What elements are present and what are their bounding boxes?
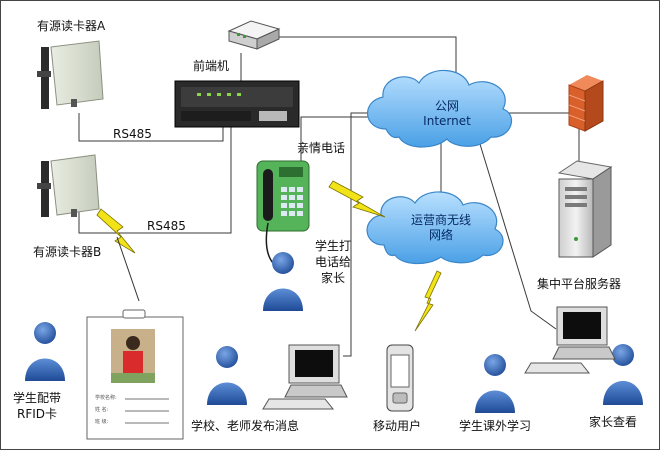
phone-title-label: 亲情电话 <box>297 141 346 155</box>
link-reader-a-frontend <box>78 113 224 142</box>
student-call-label-2: 电话给 <box>315 255 352 269</box>
payphone-icon <box>256 160 310 264</box>
internet-cloud-icon <box>367 69 513 148</box>
server-icon <box>557 160 613 258</box>
rs485-bottom-label: RS485 <box>147 219 186 233</box>
student-call-label-3: 家长 <box>321 271 346 285</box>
link-reader-b-frontend <box>78 127 232 234</box>
frontend-controller-icon <box>174 80 300 128</box>
wireless-label-line1: 运营商无线 <box>410 213 471 227</box>
person-icon <box>603 344 643 405</box>
student-study-label: 学生课外学习 <box>459 419 532 433</box>
firewall-icon <box>568 75 604 132</box>
internet-label: 公网 Internet <box>413 99 481 129</box>
mobile-phone-icon <box>386 344 414 412</box>
mobile-user-label: 移动用户 <box>373 419 422 433</box>
school-publish-label: 学校、老师发布消息 <box>191 419 300 433</box>
internet-label-line2: Internet <box>423 114 471 128</box>
person-icon <box>475 354 515 413</box>
frontend-label: 前端机 <box>193 59 230 73</box>
connection-lines <box>78 36 580 357</box>
router-icon <box>227 20 281 50</box>
computer-icon <box>524 306 616 374</box>
badge-line-3: 班 级: <box>95 419 109 425</box>
id-badge-icon <box>86 309 184 440</box>
reader-a-label: 有源读卡器A <box>37 19 106 33</box>
person-icon <box>207 346 247 405</box>
internet-label-line1: 公网 <box>434 99 459 113</box>
badge-line-2: 姓 名: <box>95 407 109 413</box>
link-internet-phone <box>300 116 396 171</box>
person-icon <box>25 322 65 381</box>
server-label: 集中平台服务器 <box>537 277 622 291</box>
person-icon <box>263 252 303 311</box>
link-internet-study <box>475 130 557 330</box>
student-call-label-1: 学生打 <box>315 239 352 253</box>
student-rfid-label-1: 学生配带 <box>13 391 62 405</box>
parent-view-label: 家长查看 <box>589 415 638 429</box>
computer-icon <box>262 344 348 410</box>
reader-a-icon <box>37 40 104 109</box>
wireless-cloud-icon <box>366 191 504 265</box>
reader-b-icon <box>37 154 100 217</box>
rs485-top-label: RS485 <box>113 127 152 141</box>
wireless-signal-icon <box>96 180 442 332</box>
wireless-label: 运营商无线 网络 <box>401 213 481 243</box>
wireless-label-line2: 网络 <box>428 228 453 242</box>
reader-b-label: 有源读卡器B <box>33 245 102 259</box>
student-rfid-label-2: RFID卡 <box>17 407 58 421</box>
badge-line-1: 学校名称: <box>95 395 117 401</box>
